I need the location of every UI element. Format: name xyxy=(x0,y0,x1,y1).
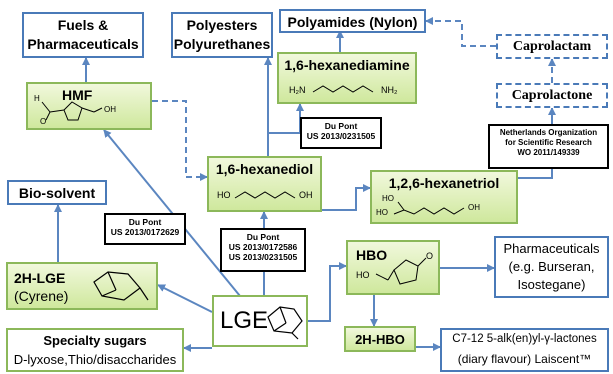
lge-structure xyxy=(267,306,303,340)
hexanediamine-chain xyxy=(312,85,374,93)
patent-dupont-3-line3: US 2013/0231505 xyxy=(228,252,298,262)
patent-netherlands-line1: Netherlands Organization xyxy=(499,128,598,137)
pharma2-node: Pharmaceuticals (e.g. Burseran, Isostega… xyxy=(494,236,609,298)
lactones-label-1: C7-12 5-alk(en)yl-γ-lactones xyxy=(452,333,597,345)
hbo2h-node: 2H-HBO xyxy=(344,326,416,352)
hexanediol-right-group: OH xyxy=(299,190,313,200)
sugars-node: Specialty sugars D-lyxose,Thio/disacchar… xyxy=(6,328,184,372)
lge2h-label-2: (Cyrene) xyxy=(14,288,69,304)
pharma2-label-3: Isostegane) xyxy=(517,277,586,292)
hmf-o-atom: O xyxy=(40,117,47,126)
arrow-hexanediol-hexanetriol xyxy=(322,184,371,211)
hexanediol-label: 1,6-hexanediol xyxy=(215,161,314,177)
lactones-node: C7-12 5-alk(en)yl-γ-lactones (diary flav… xyxy=(440,328,609,372)
hexanetriol-oh-group: OH xyxy=(468,203,480,212)
lge-label: LGE xyxy=(220,307,269,334)
biosolvent-node: Bio-solvent xyxy=(7,180,107,205)
patent-dupont-1: Du Pont US 2013/0231505 xyxy=(300,117,382,149)
caprolactone-node: Caprolactone xyxy=(496,83,608,108)
hmf-oh-group: OH xyxy=(104,105,116,114)
arrow-hmf-hexanediol xyxy=(152,100,208,181)
hmf-label: HMF xyxy=(62,87,93,103)
hexanediol-left-group: HO xyxy=(217,190,231,200)
polyesters-label-1: Polyesters xyxy=(186,17,258,33)
hmf-h-atom: H xyxy=(34,94,40,103)
patent-dupont-1-line1: Du Pont xyxy=(324,121,358,131)
patent-dupont-2: Du Pont US 2013/0172629 xyxy=(104,213,186,245)
hexanetriol-ho-top: HO xyxy=(382,194,394,203)
polyamides-node: Polyamides (Nylon) xyxy=(279,9,426,33)
arrow-lge-hbo xyxy=(308,262,347,322)
patent-netherlands-line3: WO 2011/149339 xyxy=(517,148,580,157)
hexanetriol-label: 1,2,6-hexanetriol xyxy=(388,175,500,191)
hbo-structure xyxy=(375,257,427,285)
hmf-node: HMF H O OH xyxy=(26,82,152,130)
patent-dupont-2-line1: Du Pont xyxy=(128,217,162,227)
lge2h-node: 2H-LGE (Cyrene) xyxy=(6,262,158,310)
polyesters-label-2: Polyurethanes xyxy=(173,36,271,52)
hexanetriol-node: 1,2,6-hexanetriol HO HO OH xyxy=(370,170,518,224)
hmf-furan-structure xyxy=(41,101,103,121)
hbo-label: HBO xyxy=(356,247,388,263)
fuels-label-1: Fuels & xyxy=(57,17,109,33)
sugars-label-1: Specialty sugars xyxy=(43,333,147,348)
polyesters-node: Polyesters Polyurethanes xyxy=(171,12,273,58)
hexanediamine-right-group: NH₂ xyxy=(381,85,398,95)
hexanediol-chain xyxy=(234,191,296,199)
caprolactone-label: Caprolactone xyxy=(511,88,593,103)
lactones-label-2: (diary flavour) Laiscent™ xyxy=(457,352,592,366)
cyrene-structure xyxy=(93,271,149,301)
patent-dupont-3-line1: Du Pont xyxy=(246,232,280,242)
arrow-caprolactam-polyamides xyxy=(425,17,496,47)
caprolactam-node: Caprolactam xyxy=(496,34,608,59)
pharma2-label-2: (e.g. Burseran, xyxy=(508,259,595,274)
lge-node: LGE xyxy=(212,295,308,347)
hexanetriol-ho-bottom: HO xyxy=(376,208,388,217)
biosolvent-label: Bio-solvent xyxy=(18,185,96,201)
patent-dupont-2-line2: US 2013/0172629 xyxy=(110,227,180,237)
fuels-label-2: Pharmaceuticals xyxy=(27,36,139,52)
lge2h-label-1: 2H-LGE xyxy=(14,270,66,286)
hbo-node: HBO HO O xyxy=(346,240,440,295)
patent-netherlands: Netherlands Organization for Scientific … xyxy=(488,124,609,169)
patent-dupont-1-line2: US 2013/0231505 xyxy=(306,131,376,141)
polyamides-label: Polyamides (Nylon) xyxy=(287,14,418,30)
fuels-node: Fuels & Pharmaceuticals xyxy=(22,12,144,58)
patent-dupont-3: Du Pont US 2013/0172586 US 2013/0231505 xyxy=(220,228,306,272)
hbo2h-label: 2H-HBO xyxy=(355,332,405,347)
hbo-ho-group: HO xyxy=(356,270,370,280)
arrow-lge-lge2h xyxy=(157,284,213,313)
hexanediamine-label: 1,6-hexanediamine xyxy=(284,57,410,73)
hexanediamine-left-group: H₂N xyxy=(289,85,306,95)
hbo-o-atom: O xyxy=(426,251,434,261)
caprolactam-label: Caprolactam xyxy=(512,39,592,54)
pharma2-label-1: Pharmaceuticals xyxy=(503,241,600,256)
patent-netherlands-line2: for Scientific Research xyxy=(505,138,592,147)
sugars-label-2: D-lyxose,Thio/disaccharides xyxy=(13,352,177,367)
hexanediamine-node: 1,6-hexanediamine H₂N NH₂ xyxy=(277,52,417,104)
hexanediol-node: 1,6-hexanediol HO OH xyxy=(207,156,322,212)
arrow-junction-hexanediamine xyxy=(268,103,304,134)
hexanetriol-chain xyxy=(393,201,465,215)
patent-dupont-3-line2: US 2013/0172586 xyxy=(228,242,298,252)
